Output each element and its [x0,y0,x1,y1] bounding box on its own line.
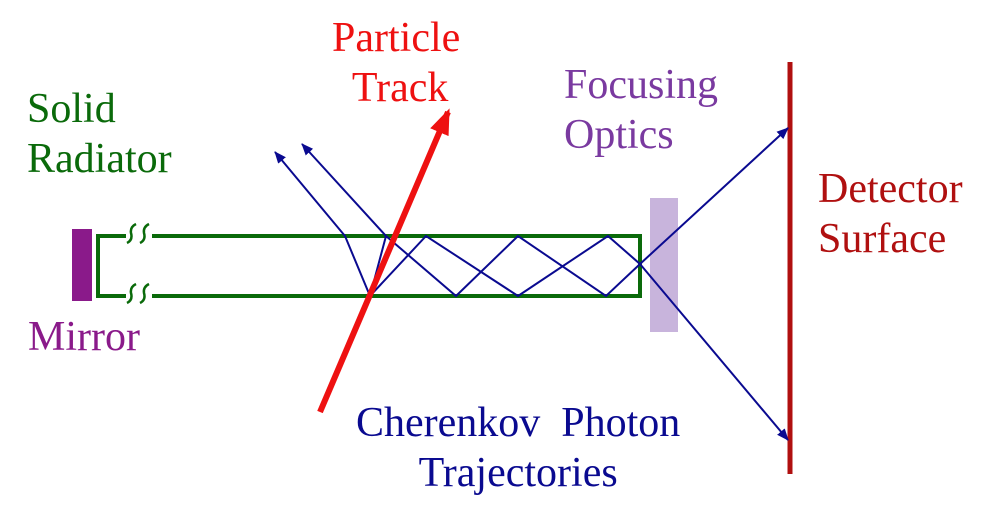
detector-surface-label-line2: Surface [818,216,947,262]
photon-bounce-lower [385,234,641,298]
focusing-optics-label-line1: Focusing [564,62,719,108]
solid-radiator-label-line2: Radiator [27,136,172,182]
cherenkov-photon-trajectories [274,127,789,441]
mirror-label: Mirror [28,314,140,360]
particle-track-label-line2: Track [351,65,449,111]
detector-surface-label: Detector Surface [818,164,963,264]
detector-surface-label-line1: Detector [818,166,963,212]
cherenkov-photon-label: Cherenkov Photon Trajectories [356,398,680,498]
solid-radiator-label: Solid Radiator [27,84,172,184]
focusing-optics-label: Focusing Optics [564,60,718,160]
cherenkov-photon-label-line1: Cherenkov Photon [356,400,681,446]
photon-to-detector-upper [639,127,789,265]
photon-bounce-upper [369,234,641,298]
particle-track-label: Particle Track [332,13,460,113]
photon-to-detector-lower [639,263,789,441]
photon-escape-left [274,151,371,297]
focusing-optics-lens [650,198,678,332]
particle-track-arrow [317,108,451,414]
radiator-break-marks [126,222,150,305]
focusing-optics-label-line2: Optics [564,112,674,158]
particle-track-label-line1: Particle [332,15,461,61]
cherenkov-photon-label-line2: Trajectories [418,450,618,496]
solid-radiator-label-line1: Solid [27,86,116,132]
mirror-bar [72,229,92,301]
photon-escape-right [301,143,388,297]
